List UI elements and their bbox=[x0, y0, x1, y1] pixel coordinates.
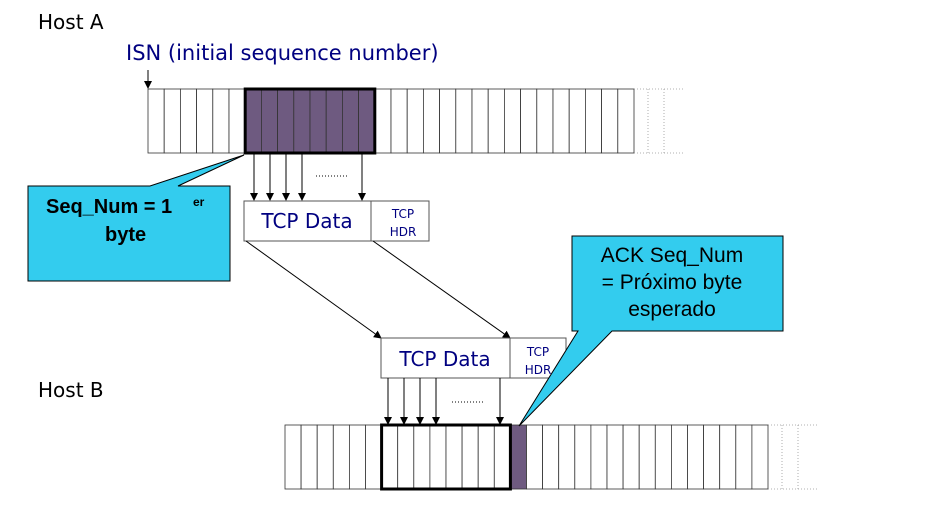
host-b-byte-cell bbox=[445, 424, 463, 490]
host-a-byte-cell bbox=[196, 88, 214, 154]
host-a-byte-cell bbox=[358, 88, 376, 154]
host-b-byte-cell bbox=[397, 424, 415, 490]
host-a-byte-cell bbox=[520, 88, 538, 154]
tcp-hdr-label-bottom-1: TCP bbox=[526, 345, 549, 359]
host-b-byte-cell bbox=[365, 424, 383, 490]
host-a-byte-cell bbox=[439, 88, 457, 154]
host-b-byte-cell bbox=[751, 424, 769, 490]
host-a-byte-cell bbox=[406, 88, 424, 154]
host-a-byte-cell bbox=[617, 88, 635, 154]
host-a-byte-cell bbox=[293, 88, 311, 154]
tcp-hdr-label-bottom-2: HDR bbox=[525, 363, 552, 377]
tcp-data-label-top: TCP Data bbox=[260, 209, 352, 233]
host-b-byte-cell bbox=[654, 424, 672, 490]
host-b-byte-cell bbox=[284, 424, 302, 490]
host-b-byte-cell bbox=[413, 424, 431, 490]
host-b-byte-cell bbox=[735, 424, 753, 490]
host-b-byte-cell bbox=[348, 424, 366, 490]
host-b-label: Host B bbox=[38, 378, 104, 402]
host-a-byte-cell bbox=[536, 88, 554, 154]
host-b-byte-cell bbox=[542, 424, 560, 490]
host-a-byte-cell bbox=[471, 88, 489, 154]
host-a-byte-stream bbox=[147, 87, 684, 155]
host-b-byte-cell bbox=[477, 424, 495, 490]
host-b-byte-cell bbox=[719, 424, 737, 490]
host-a-byte-cell bbox=[325, 88, 343, 154]
host-a-byte-cell bbox=[422, 88, 440, 154]
host-a-byte-cell bbox=[309, 88, 327, 154]
tcp-segment-bottom: TCP Data TCP HDR bbox=[380, 337, 567, 379]
host-a-byte-cell bbox=[244, 88, 262, 154]
tcp-hdr-box-top bbox=[370, 200, 430, 242]
host-b-byte-cell bbox=[316, 424, 334, 490]
host-b-byte-cell bbox=[703, 424, 721, 490]
host-b-byte-cell bbox=[622, 424, 640, 490]
ack-callout-shape bbox=[518, 235, 784, 427]
host-b-segment-outline bbox=[380, 423, 512, 491]
byte-arrows-bottom bbox=[384, 378, 504, 425]
host-a-byte-cell bbox=[585, 88, 603, 154]
seq-num-line1: Seq_Num = 1 bbox=[46, 196, 172, 218]
host-a-byte-cell bbox=[228, 88, 246, 154]
transmit-arrow-left bbox=[245, 240, 382, 339]
host-a-byte-cell bbox=[374, 88, 392, 154]
ack-line2: = Próximo byte bbox=[602, 271, 743, 294]
host-a-byte-cell bbox=[455, 88, 473, 154]
host-a-byte-cell bbox=[277, 88, 295, 154]
host-a-byte-cell bbox=[341, 88, 359, 154]
host-a-byte-cell bbox=[179, 88, 197, 154]
seq-num-superscript: er bbox=[193, 195, 205, 209]
ack-line1: ACK Seq_Num bbox=[601, 244, 743, 267]
tcp-data-label-bottom: TCP Data bbox=[398, 347, 490, 371]
host-b-byte-cell bbox=[300, 424, 318, 490]
host-a-byte-cell bbox=[487, 88, 505, 154]
host-b-byte-cell bbox=[493, 424, 511, 490]
isn-label: ISN (initial sequence number) bbox=[126, 41, 439, 65]
host-a-byte-cell bbox=[601, 88, 619, 154]
host-b-byte-cell bbox=[638, 424, 656, 490]
host-b-byte-cell bbox=[461, 424, 479, 490]
host-a-label: Host A bbox=[38, 10, 104, 34]
host-b-byte-cell bbox=[332, 424, 350, 490]
host-b-byte-cell bbox=[606, 424, 624, 490]
byte-arrows-top bbox=[250, 153, 366, 201]
seq-num-callout: Seq_Num = 1 er byte bbox=[27, 154, 245, 282]
host-b-byte-cell bbox=[381, 424, 399, 490]
host-b-byte-stream bbox=[284, 423, 818, 491]
host-a-byte-cell bbox=[568, 88, 586, 154]
host-a-byte-cell bbox=[147, 88, 165, 154]
seq-num-callout-shape bbox=[27, 154, 245, 282]
host-b-byte-cell bbox=[558, 424, 576, 490]
host-a-byte-cell bbox=[503, 88, 521, 154]
tcp-segment-top: TCP Data TCP HDR bbox=[243, 200, 430, 242]
host-a-byte-cell bbox=[552, 88, 570, 154]
host-b-byte-cell bbox=[526, 424, 544, 490]
host-a-byte-cell bbox=[163, 88, 181, 154]
tcp-data-box-bottom bbox=[380, 337, 511, 379]
host-b-byte-cell bbox=[590, 424, 608, 490]
tcp-hdr-label-top-2: HDR bbox=[390, 225, 417, 239]
host-b-byte-cell bbox=[687, 424, 705, 490]
host-b-byte-cell bbox=[509, 424, 527, 490]
tcp-hdr-label-top-1: TCP bbox=[391, 207, 414, 221]
host-b-byte-cell bbox=[671, 424, 688, 490]
host-b-byte-cell bbox=[574, 424, 592, 490]
host-a-segment-outline bbox=[243, 87, 377, 155]
host-a-byte-cell bbox=[212, 88, 230, 154]
transmit-arrow-right bbox=[372, 240, 511, 339]
seq-num-line2: byte bbox=[105, 224, 146, 246]
host-a-byte-cell bbox=[390, 88, 408, 154]
ack-line3: esperado bbox=[628, 298, 716, 321]
host-b-byte-cell bbox=[429, 424, 447, 490]
host-a-byte-cell bbox=[260, 88, 278, 154]
ack-callout: ACK Seq_Num = Próximo byte esperado bbox=[518, 235, 784, 427]
